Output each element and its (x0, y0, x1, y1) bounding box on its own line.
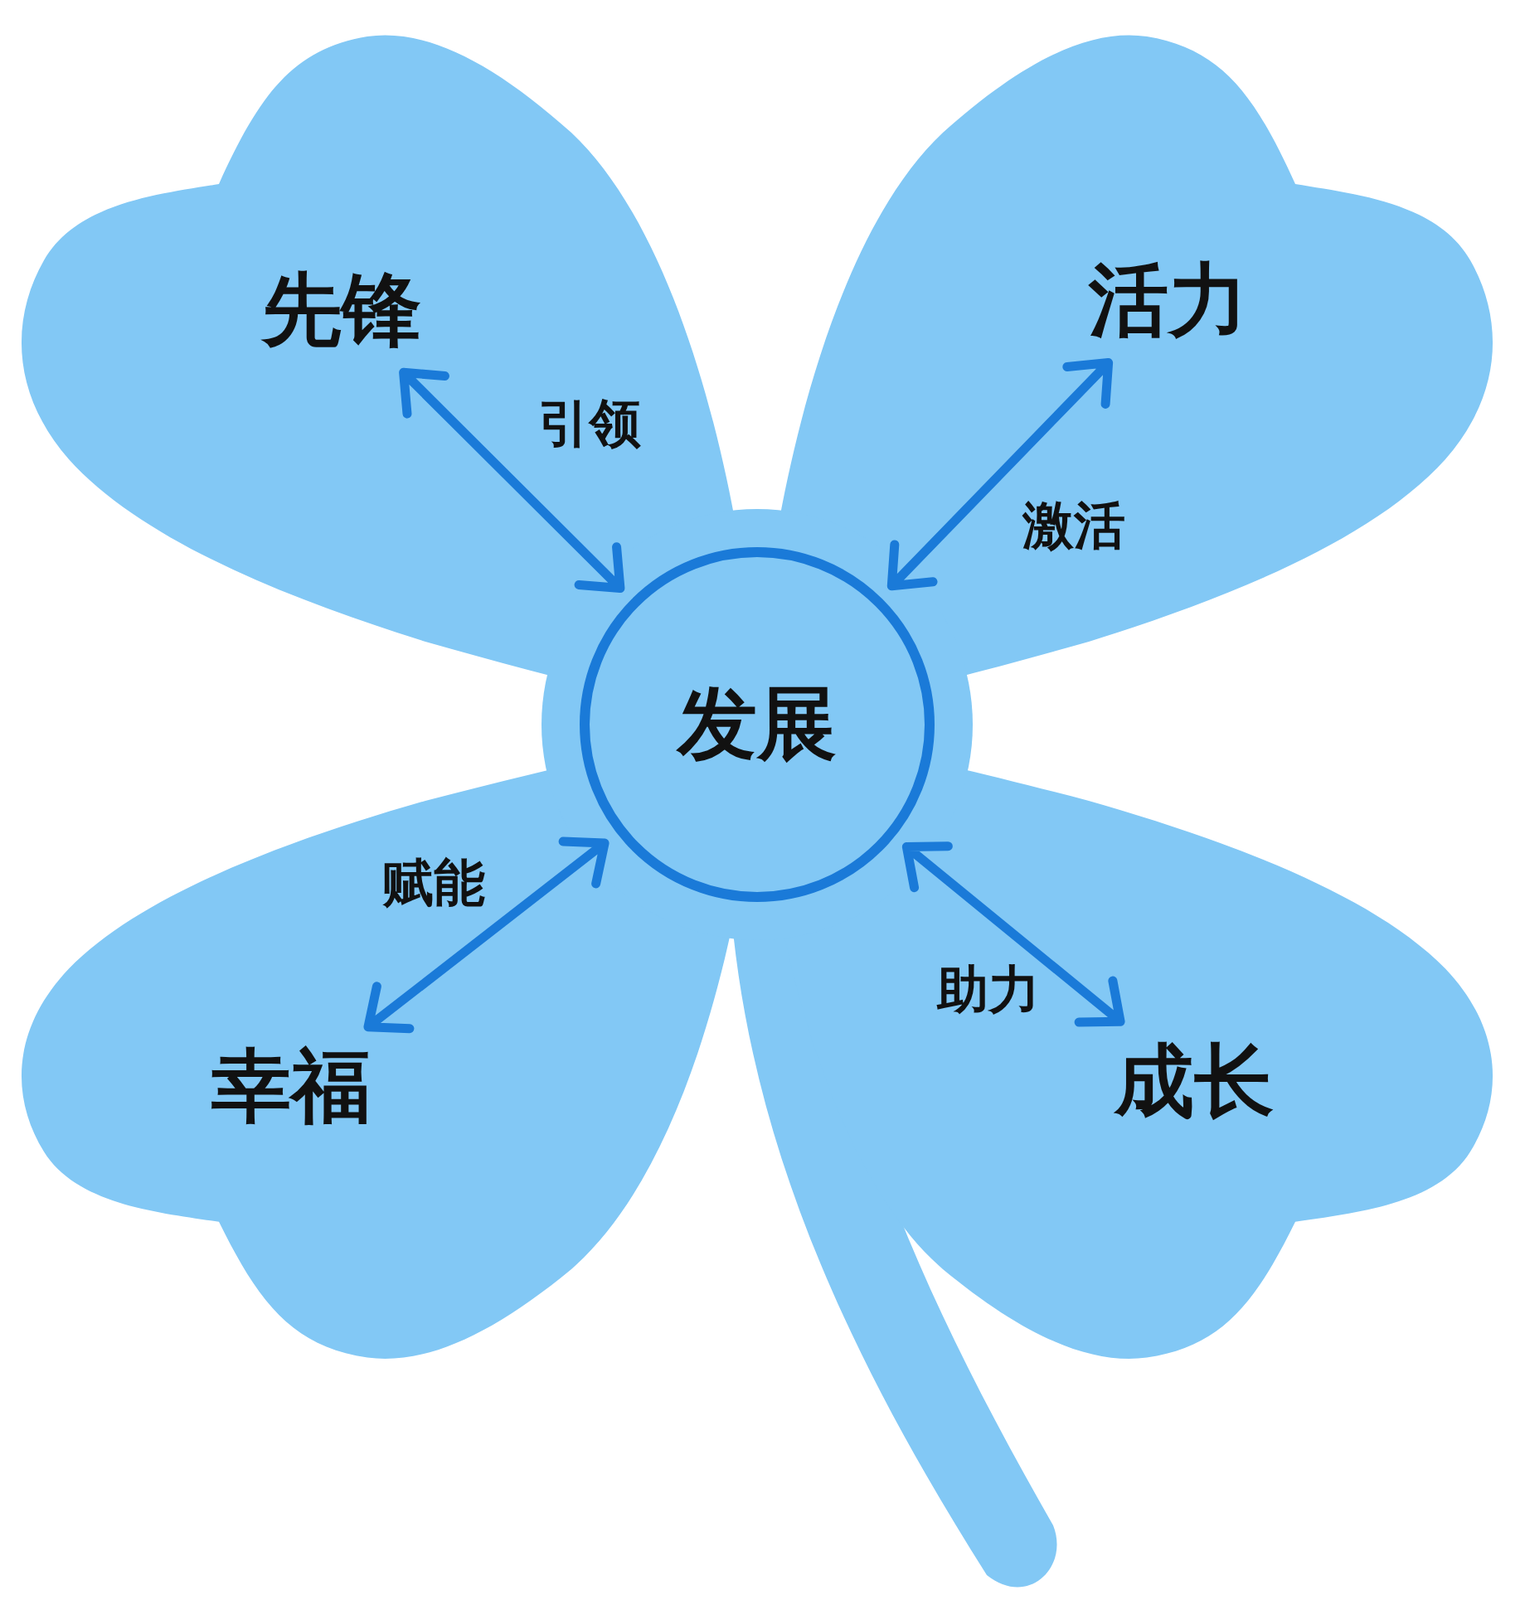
petal-node: 活力 (1080, 252, 1257, 350)
petal-label: 先锋 (262, 267, 422, 355)
edge-label: 激活 (1022, 497, 1126, 554)
petal-node: 幸福 (203, 1038, 379, 1137)
center-circle: 发展 (578, 546, 936, 904)
petal-label: 幸福 (211, 1043, 371, 1132)
petal-node: 先锋 (253, 262, 430, 360)
petal-label: 成长 (1114, 1038, 1274, 1127)
clover-leaves (21, 34, 1493, 1588)
petal-label: 活力 (1088, 257, 1249, 345)
center-label: 发展 (677, 680, 837, 769)
double-arrow (368, 841, 605, 1030)
clover-core (541, 509, 973, 941)
edge-label: 引领 (538, 395, 642, 452)
edge-label: 助力 (937, 961, 1040, 1019)
petal-node: 成长 (1106, 1033, 1283, 1132)
double-arrow (906, 846, 1121, 1023)
edge-label: 赋能 (382, 854, 486, 912)
